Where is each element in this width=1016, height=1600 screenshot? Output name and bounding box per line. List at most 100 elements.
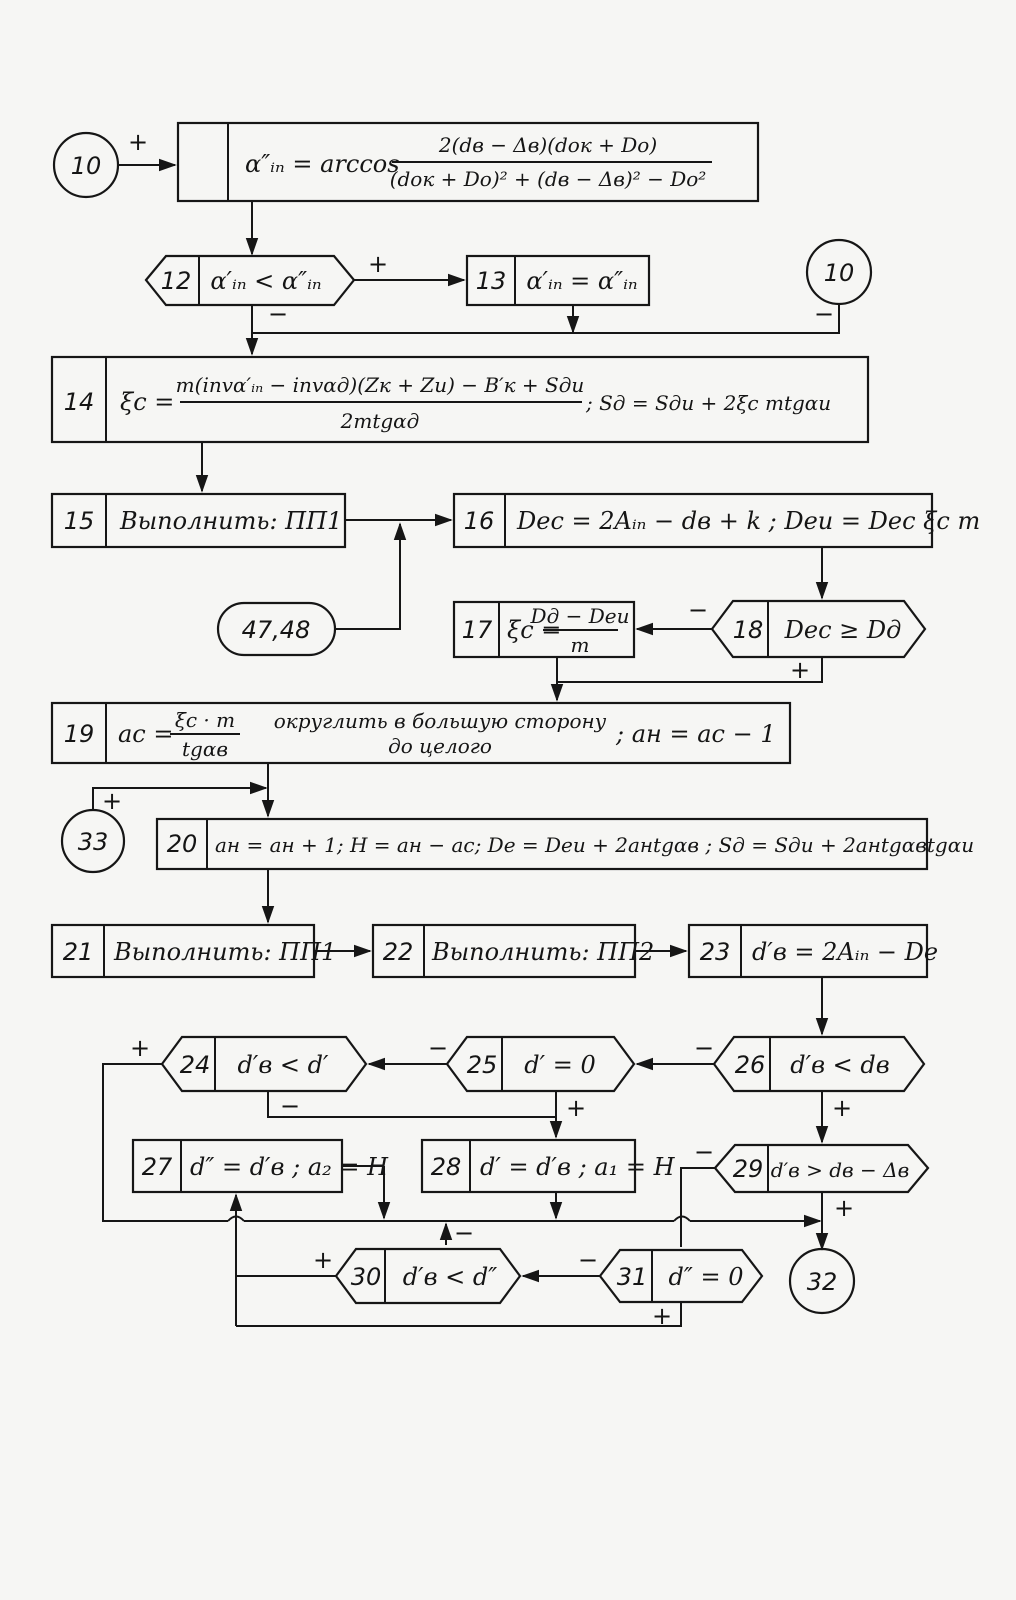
block-22-text: Выполнить: ПП2 — [431, 938, 654, 966]
decision-29-number: 29 — [733, 1155, 764, 1183]
block-19: 19 ac = ξc · m tgαв округлить в большую … — [50, 701, 792, 765]
block-15-text: Выполнить: ПП1 — [119, 507, 342, 535]
block-11-arccos: α″ᵢₙ = arccos 2(dв − Δв)(dок + Dо) (dок … — [176, 121, 760, 203]
decision-26-number: 26 — [735, 1051, 766, 1079]
decision-24: 24 d′в < d′ — [160, 1035, 368, 1093]
plus-sign: + — [128, 128, 148, 156]
decision-26: 26 d′в < dв — [712, 1035, 926, 1093]
connector-10-label: 10 — [71, 152, 102, 180]
decision-30-condition: d′в < d″ — [403, 1263, 498, 1291]
block-14-lhs: ξc = — [120, 388, 174, 416]
minus-sign: − — [694, 1034, 714, 1062]
plus-sign: + — [790, 656, 810, 684]
plus-sign: + — [313, 1246, 333, 1274]
block-13-number: 13 — [476, 267, 507, 295]
connector-33: 33 — [60, 808, 126, 874]
block-28-number: 28 — [431, 1153, 462, 1181]
plus-sign: + — [130, 1034, 150, 1062]
block-19-round-text-2: до целого — [388, 734, 492, 758]
connector-32-label: 32 — [807, 1268, 838, 1296]
block-23: 23 d′в = 2Aᵢₙ − Dе — [687, 923, 938, 979]
minus-sign: − — [578, 1246, 598, 1274]
block-15-number: 15 — [64, 507, 95, 535]
minus-sign: − — [428, 1034, 448, 1062]
block-14-xi-c: 14 ξc = m(invα′ᵢₙ − invαд)(Zк + Zи) − B′… — [50, 355, 870, 444]
block-17: 17 ξc = Dд − Dеи m — [452, 600, 636, 659]
decision-25-condition: d′ = 0 — [524, 1051, 595, 1079]
block-14-denominator: 2mtgαд — [340, 409, 420, 433]
block-28: 28 d′ = d′в ; a₁ = H — [420, 1138, 676, 1194]
minus-sign: − — [268, 300, 288, 328]
plus-sign: + — [652, 1302, 672, 1330]
block-11-lhs: α″ᵢₙ = arccos — [245, 150, 400, 178]
decision-29-condition: d′в > dв − Δв — [771, 1158, 909, 1182]
block-27-number: 27 — [142, 1153, 173, 1181]
block-23-number: 23 — [700, 938, 731, 966]
block-19-numerator: ξc · m — [175, 708, 235, 732]
minus-sign: − — [454, 1219, 474, 1247]
decision-18: 18 Dес ≥ Dд — [710, 599, 927, 659]
decision-18-condition: Dес ≥ Dд — [784, 616, 902, 644]
decision-31: 31 d″ = 0 — [598, 1248, 764, 1304]
decision-30: 30 d′в < d″ — [334, 1247, 522, 1305]
minus-sign: − — [694, 1138, 714, 1166]
block-23-text: d′в = 2Aᵢₙ − Dе — [752, 938, 938, 966]
decision-24-condition: d′в < d′ — [238, 1051, 330, 1079]
decision-31-number: 31 — [617, 1263, 648, 1291]
block-21-text: Выполнить: ПП1 — [113, 938, 336, 966]
block-13-assign: α′ᵢₙ = α″ᵢₙ — [526, 267, 637, 295]
block-16-number: 16 — [464, 507, 495, 535]
block-13: 13 α′ᵢₙ = α″ᵢₙ — [465, 254, 651, 307]
block-11-denominator: (dок + Dо)² + (dв − Δв)² − Dо² — [390, 167, 707, 191]
block-22-number: 22 — [383, 938, 414, 966]
block-14-number: 14 — [64, 388, 95, 416]
minus-sign: − — [280, 1092, 300, 1120]
block-17-numerator: Dд − Dеи — [530, 604, 630, 628]
decision-25-number: 25 — [467, 1051, 498, 1079]
block-19-number: 19 — [64, 720, 95, 748]
block-19-lhs: ac = — [118, 720, 174, 748]
connector-33-label: 33 — [78, 828, 109, 856]
block-19-rhs: ; aн = ac − 1 — [615, 720, 776, 748]
decision-18-number: 18 — [733, 616, 764, 644]
decision-12-number: 12 — [161, 267, 192, 295]
block-19-denominator: tgαв — [182, 737, 228, 761]
decision-30-number: 30 — [351, 1263, 382, 1291]
decision-31-condition: d″ = 0 — [669, 1263, 744, 1291]
block-15: 15 Выполнить: ПП1 — [50, 492, 347, 549]
block-20-number: 20 — [167, 830, 198, 858]
minus-sign: − — [814, 300, 834, 328]
block-28-text: d′ = d′в ; a₁ = H — [480, 1153, 676, 1181]
plus-sign: + — [834, 1194, 854, 1222]
block-21: 21 Выполнить: ПП1 — [50, 923, 336, 979]
plus-sign: + — [102, 787, 122, 815]
terminal-47-48-label: 47,48 — [242, 616, 311, 644]
plus-sign: + — [368, 250, 388, 278]
block-11-numerator: 2(dв − Δв)(dок + Dо) — [438, 133, 657, 157]
plus-sign: + — [566, 1094, 586, 1122]
decision-29: 29 d′в > dв − Δв — [713, 1143, 930, 1194]
plus-sign: + — [832, 1094, 852, 1122]
connector-10-entry: 10 — [52, 131, 120, 199]
connector-10-right-label: 10 — [824, 259, 855, 287]
terminal-47-48: 47,48 — [216, 601, 337, 657]
connector-32: 32 — [788, 1247, 856, 1315]
block-20-text: aн = aн + 1; H = aн − ac; Dе = Dеи + 2aн… — [215, 833, 974, 857]
decision-12: 12 α′ᵢₙ < α″ᵢₙ — [144, 254, 356, 307]
block-14-rhs: ; Sд = Sди + 2ξc mtgαи — [585, 391, 831, 415]
block-16-text: Dес = 2Aᵢₙ − dв + k ; Dеи = Dес ξc m — [516, 507, 980, 535]
block-19-round-text: округлить в большую сторону — [274, 709, 607, 733]
block-20: 20 aн = aн + 1; H = aн − ac; Dе = Dеи + … — [155, 817, 974, 871]
connector-10-right: 10 — [805, 238, 873, 306]
block-17-number: 17 — [462, 616, 493, 644]
block-16: 16 Dес = 2Aᵢₙ − dв + k ; Dеи = Dес ξc m — [452, 492, 980, 549]
decision-25: 25 d′ = 0 — [445, 1035, 636, 1093]
block-17-denominator: m — [571, 633, 590, 657]
decision-12-condition: α′ᵢₙ < α″ᵢₙ — [210, 267, 321, 295]
block-21-number: 21 — [63, 938, 94, 966]
minus-sign: − — [688, 596, 708, 624]
decision-26-condition: d′в < dв — [790, 1051, 889, 1079]
decision-24-number: 24 — [180, 1051, 211, 1079]
block-14-numerator: m(invα′ᵢₙ − invαд)(Zк + Zи) − B′к + Sди — [176, 373, 585, 397]
